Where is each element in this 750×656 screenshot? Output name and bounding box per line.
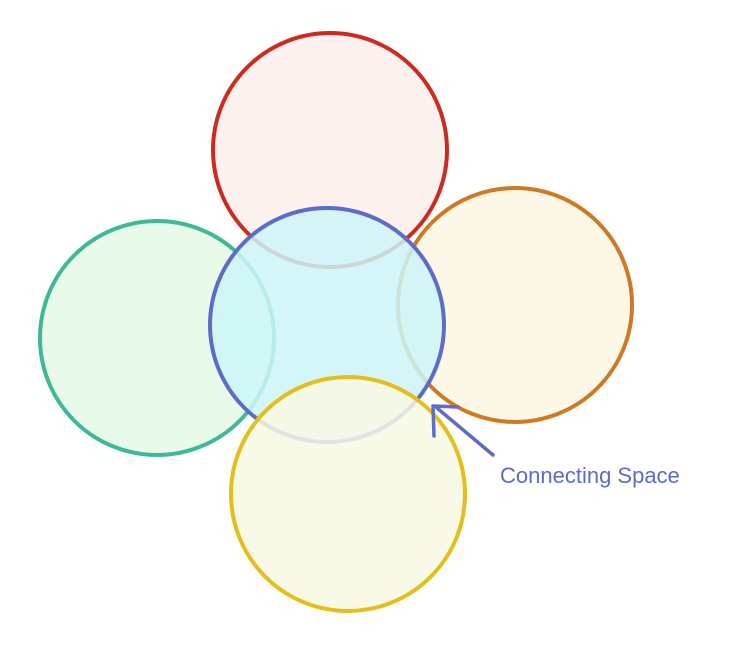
annotation: Connecting Space <box>431 404 680 488</box>
annotation-label: Connecting Space <box>500 463 680 488</box>
yellow-circle <box>229 375 467 613</box>
annotation-arrow-shaft <box>435 406 495 457</box>
circle-layer <box>38 31 634 613</box>
annotation-arrowhead <box>431 404 460 438</box>
